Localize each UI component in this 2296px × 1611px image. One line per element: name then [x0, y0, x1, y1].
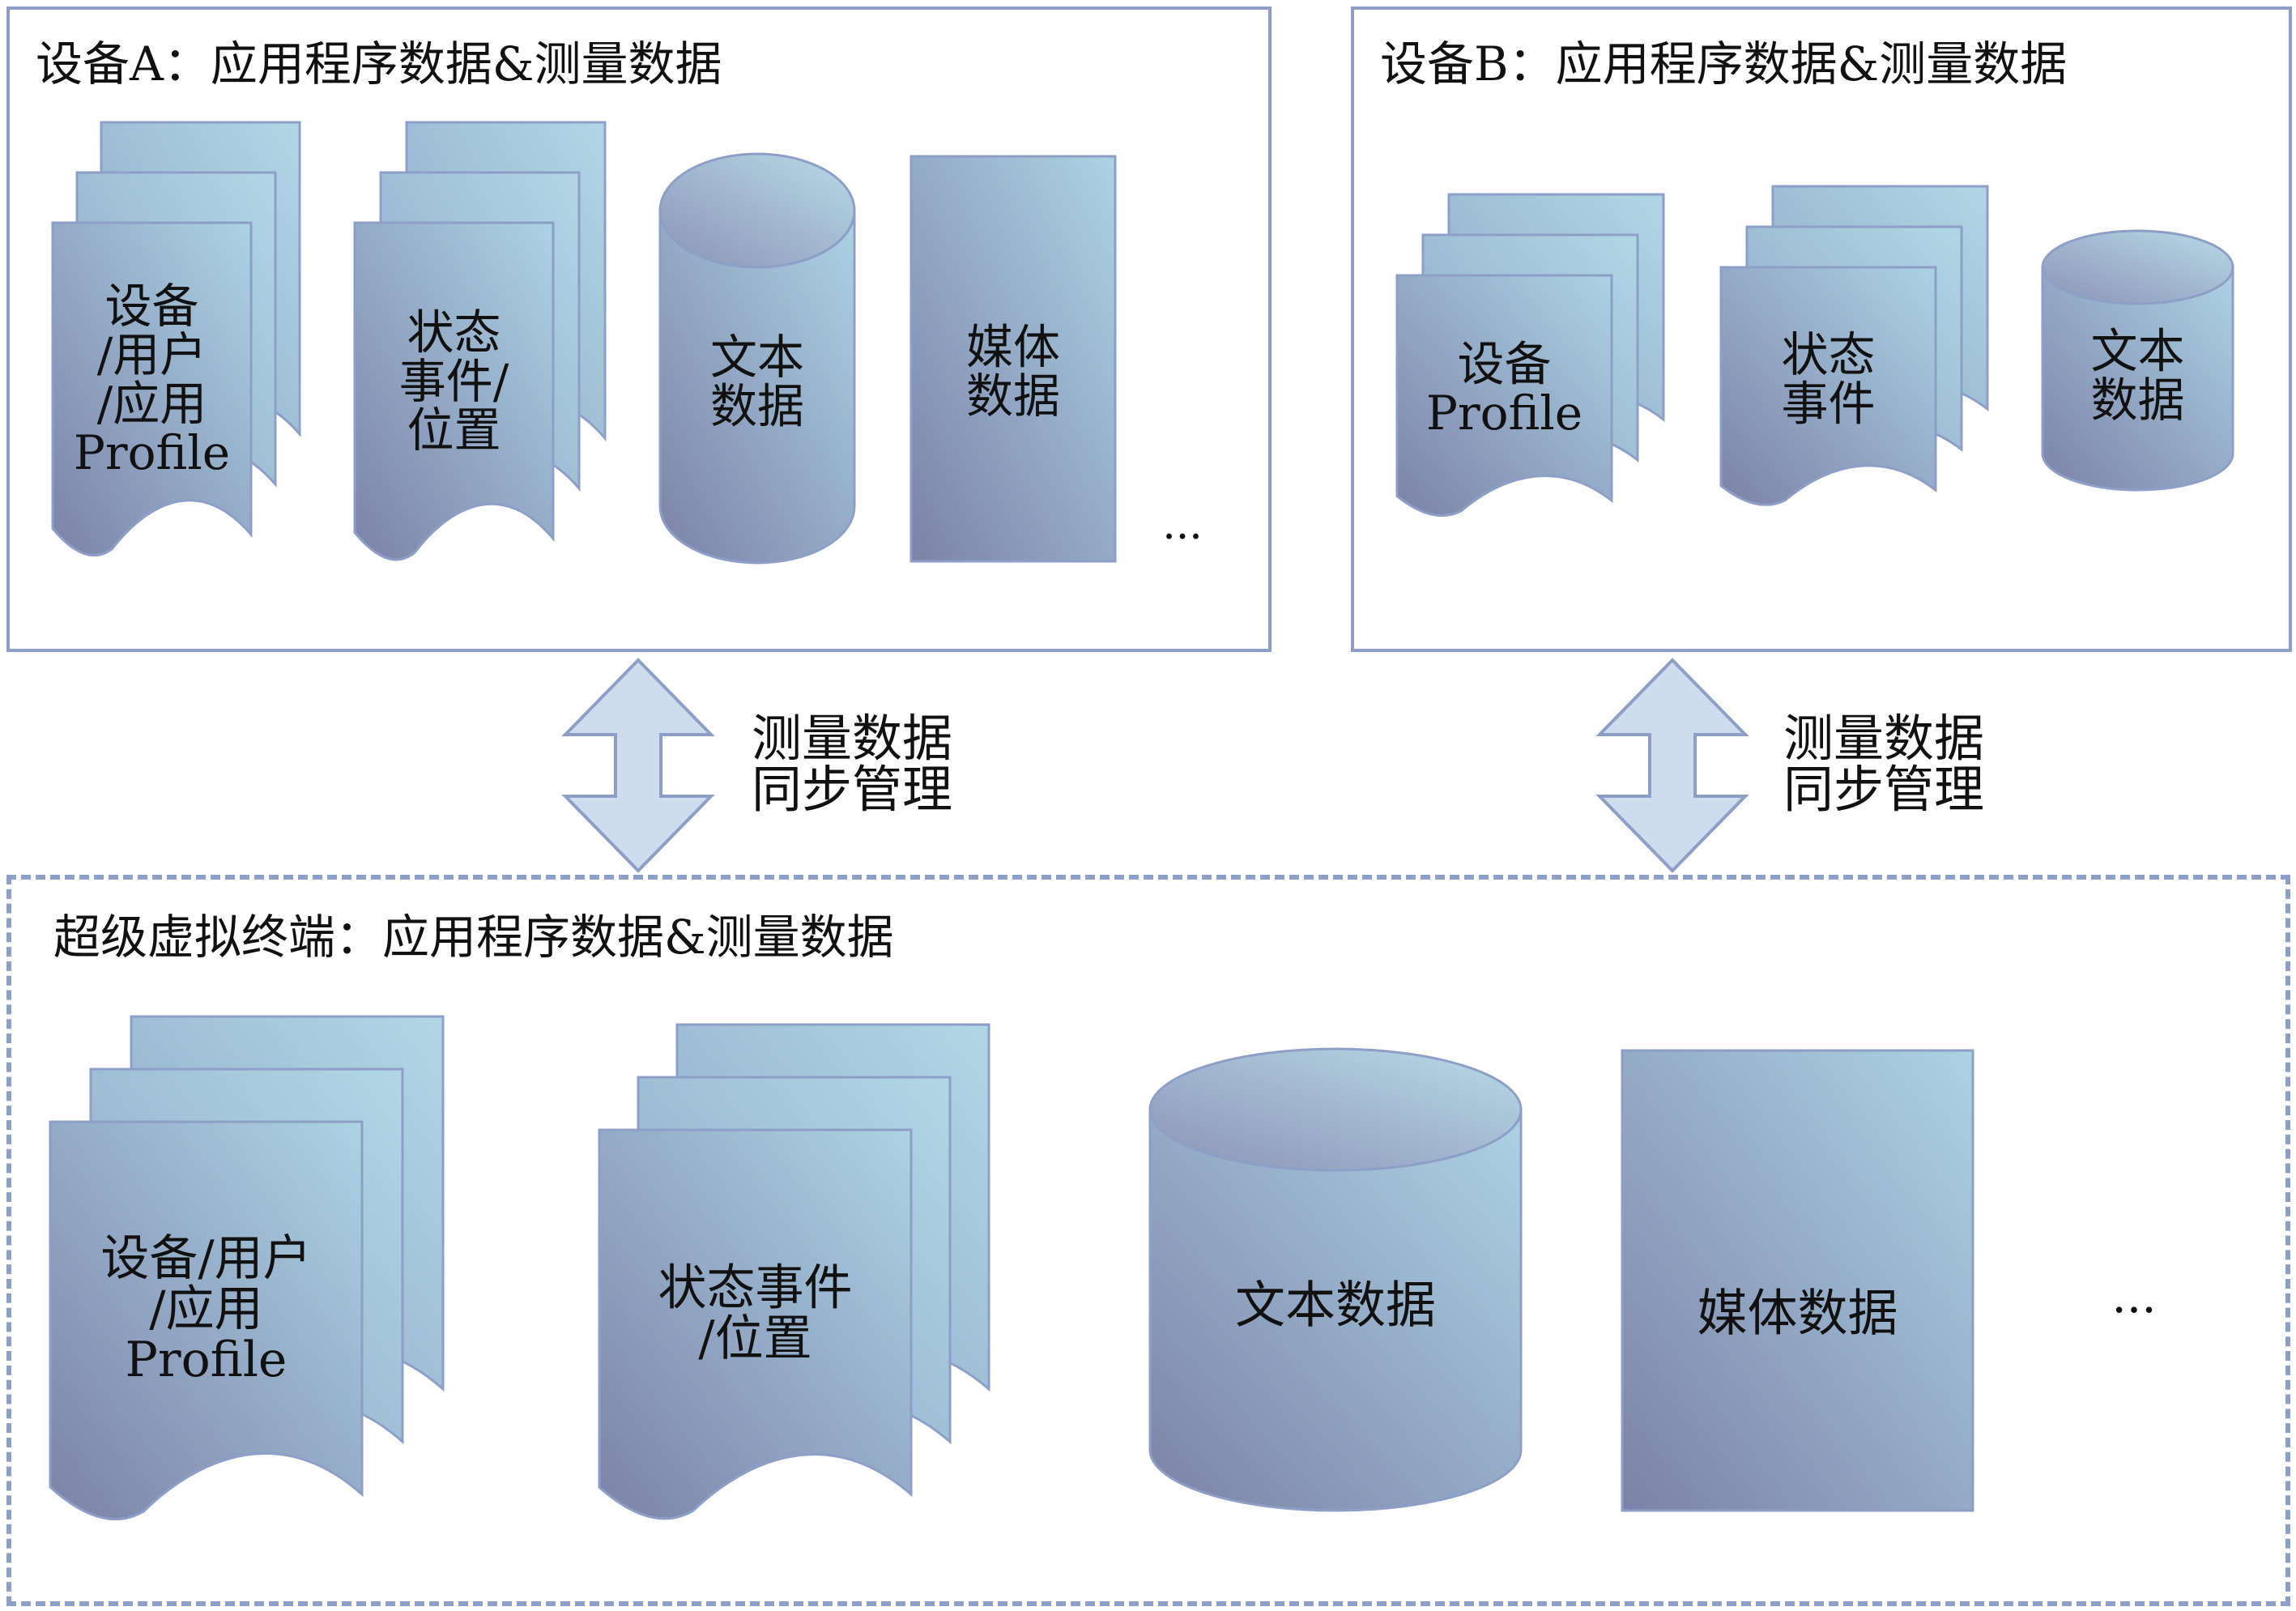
device-b-state-docs-line-0: 状态	[1781, 327, 1875, 382]
device-a-profile-docs	[51, 121, 301, 557]
device-b-state-docs-front	[1719, 266, 1937, 506]
device-a-profile-docs-line-2: /应用	[97, 377, 207, 432]
super-state-docs-line-1: /位置	[698, 1311, 811, 1367]
device-a-profile-docs-line-3: Profile	[74, 425, 230, 480]
device-a-text-cylinder-body	[658, 209, 856, 565]
device-b-profile-docs-front	[1395, 274, 1613, 517]
device-a-profile-docs-line-0: 设备	[104, 279, 198, 334]
device-a-state-docs-front	[353, 221, 555, 561]
super-text-cylinder-cap	[1148, 1047, 1523, 1172]
super-profile-docs-line-1: /应用	[149, 1281, 262, 1338]
super-text-cylinder	[1148, 1047, 1523, 1512]
device-a-text-cylinder-line-0: 文本	[710, 330, 804, 385]
device-a-media-box-line-0: 媒体	[966, 320, 1060, 375]
device-b-text-cylinder	[2041, 229, 2234, 492]
device-a-state-docs	[353, 121, 607, 561]
super-profile-docs-line-2: Profile	[126, 1332, 288, 1388]
super-media-box-line-0: 媒体数据	[1697, 1283, 1898, 1342]
device-a-media-box-box	[909, 155, 1117, 563]
device-b-state-docs-line-1: 事件	[1781, 377, 1875, 432]
super-media-box	[1621, 1049, 1974, 1512]
super-terminal-title: 超级虚拟终端：应用程序数据&测量数据	[53, 910, 894, 965]
device-b-profile-docs-line-0: 设备	[1457, 337, 1551, 392]
device-b-profile-docs-line-1: Profile	[1426, 386, 1582, 441]
super-profile-docs-front	[49, 1120, 364, 1521]
device-a-media-box-line-1: 数据	[966, 369, 1060, 424]
device-a-text-cylinder-line-1: 数据	[710, 379, 804, 434]
device-a-state-docs-line-0: 状态	[407, 305, 501, 360]
device-b-text-cylinder-line-0: 文本	[2090, 324, 2184, 379]
arrows-layer	[561, 658, 1749, 873]
super-text-cylinder-body	[1148, 1108, 1523, 1512]
device-b-state-docs	[1719, 185, 1989, 506]
device-a-profile-docs-front	[51, 221, 253, 557]
device-b-title: 设备B：应用程序数据&测量数据	[1380, 36, 2068, 92]
device-b-text-cylinder-body	[2041, 266, 2234, 492]
super-state-docs-line-0: 状态事件	[658, 1259, 853, 1316]
shapes-layer: 设备/用户/应用Profile状态事件/位置文本数据媒体数据...设备Profi…	[49, 121, 2234, 1521]
device-b-text-cylinder-line-1: 数据	[2090, 373, 2184, 428]
sync-label-left: 测量数据 同步管理	[752, 709, 953, 820]
sync-arrow-right	[1595, 658, 1749, 873]
device-a-more: ...	[1162, 501, 1203, 549]
device-a-text-cylinder	[658, 152, 856, 565]
super-profile-docs	[49, 1015, 445, 1521]
super-state-docs-front	[598, 1128, 913, 1520]
sync-label-right: 测量数据 同步管理	[1783, 709, 1985, 820]
super-profile-docs-line-0: 设备/用户	[100, 1230, 311, 1287]
device-a-media-box	[909, 155, 1117, 563]
sync-arrow-left	[561, 658, 715, 873]
device-a-title: 设备A：应用程序数据&测量数据	[36, 36, 722, 92]
device-a-state-docs-line-2: 位置	[407, 403, 501, 458]
device-b-text-cylinder-cap	[2041, 229, 2234, 305]
device-a-text-cylinder-cap	[658, 152, 856, 269]
device-b-profile-docs	[1395, 193, 1665, 517]
device-a-state-docs-line-1: 事件/	[399, 354, 509, 409]
super-text-cylinder-line-0: 文本数据	[1235, 1275, 1436, 1334]
super-media-box-box	[1621, 1049, 1974, 1512]
super-state-docs	[598, 1023, 990, 1520]
device-a-profile-docs-line-1: /用户	[97, 327, 207, 382]
super-more: ...	[2111, 1268, 2156, 1323]
